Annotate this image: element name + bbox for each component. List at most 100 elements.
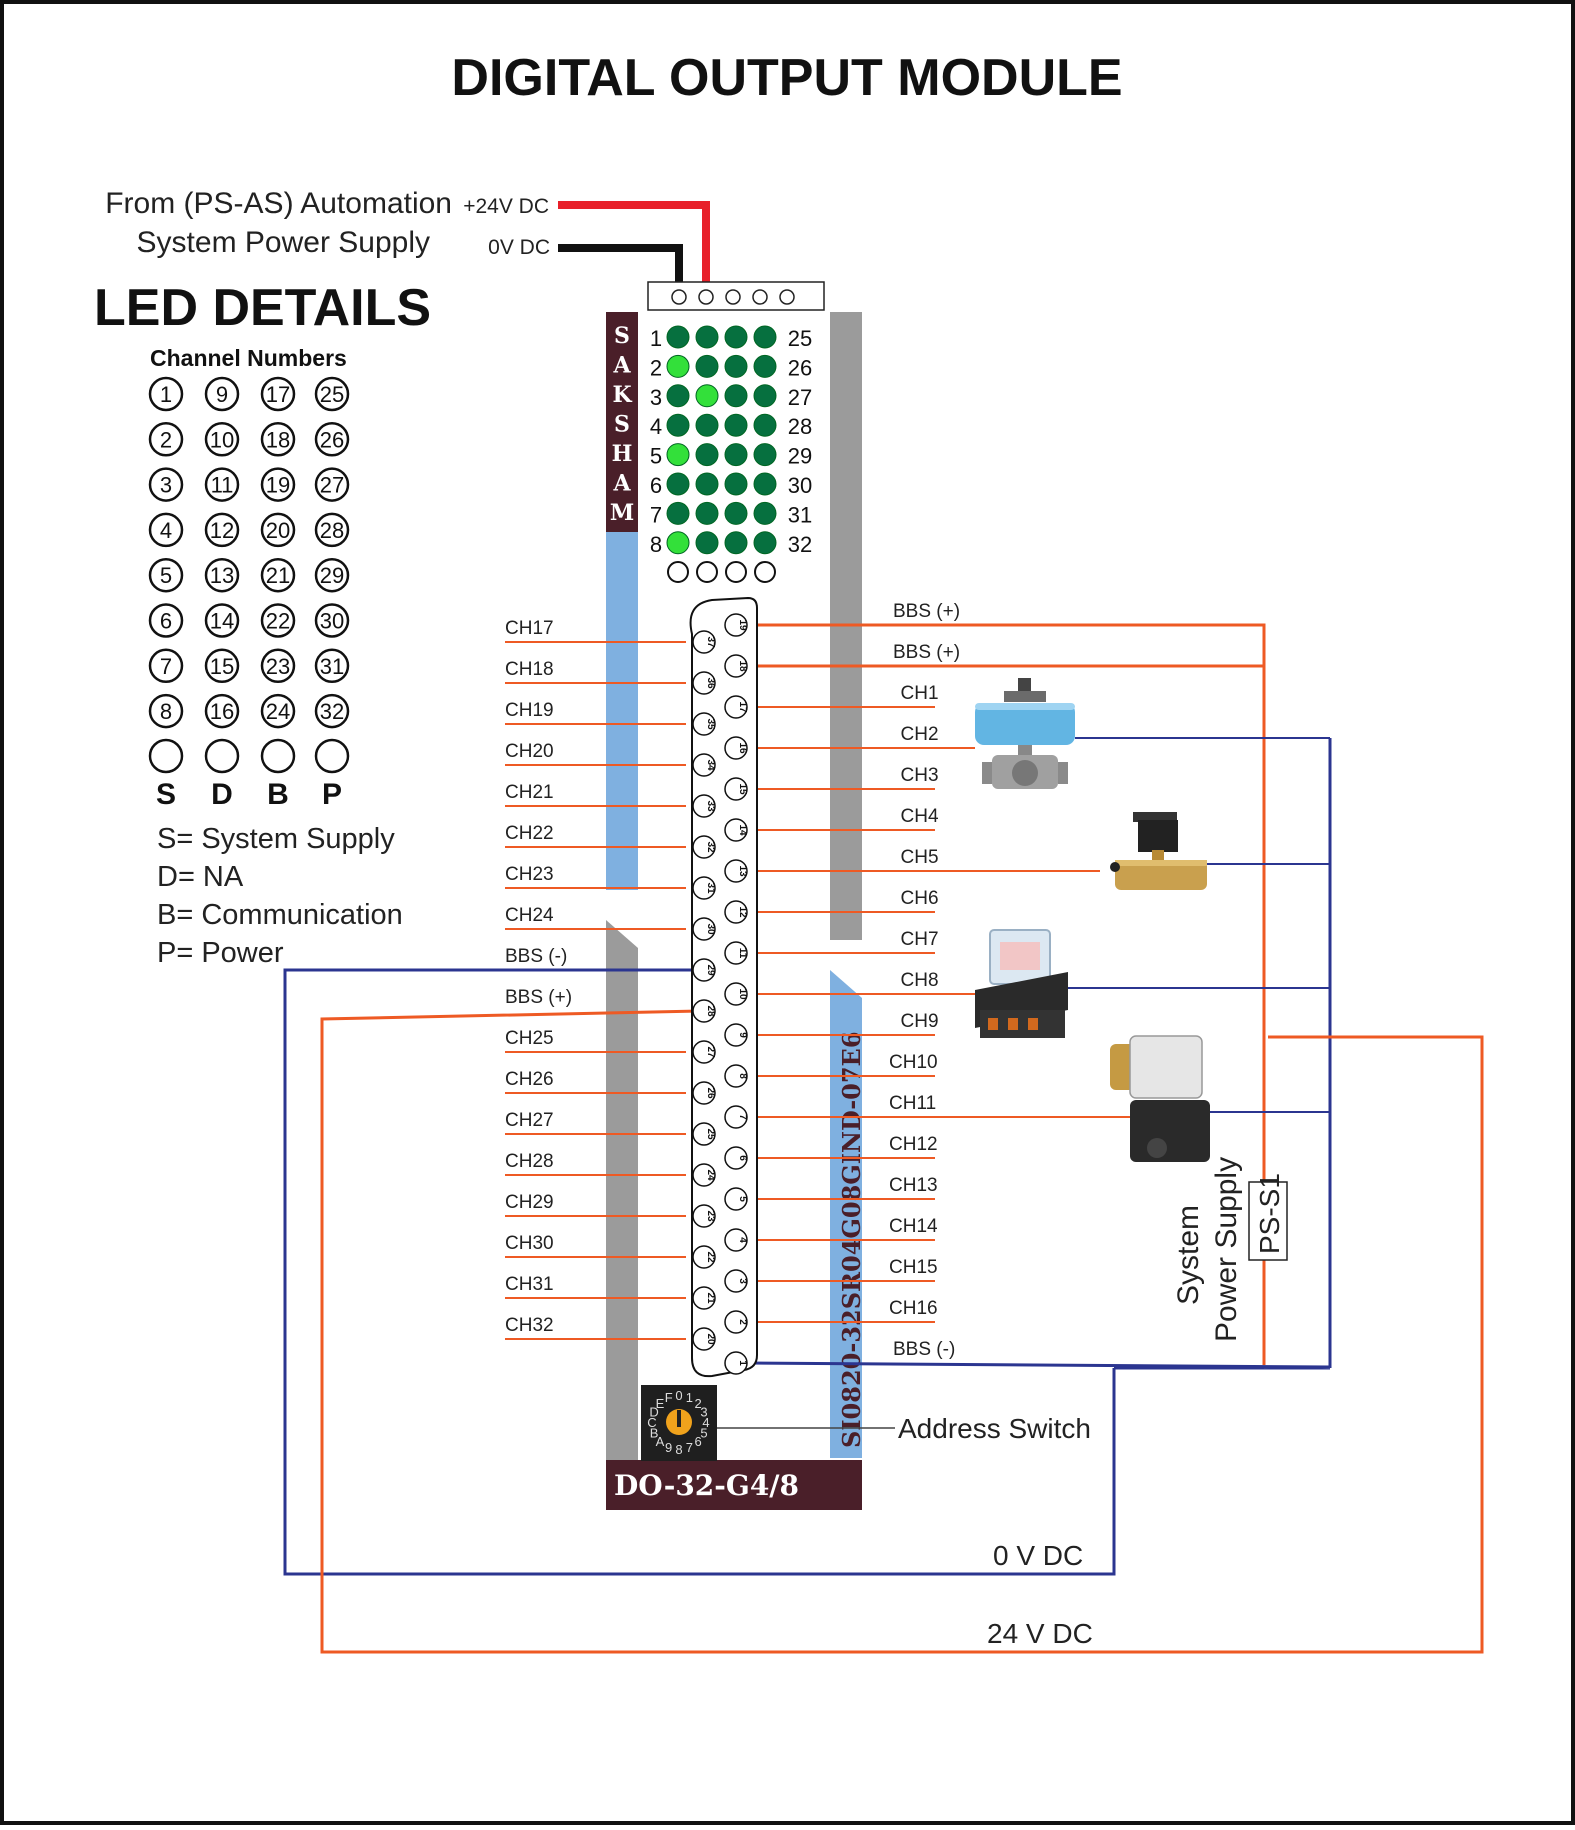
connector-pin — [692, 1081, 716, 1105]
led-number-left: 3 — [650, 385, 662, 410]
channel-circle — [204, 512, 240, 548]
led-off — [666, 413, 690, 437]
channel-number: 2 — [160, 427, 172, 452]
channel-number: 5 — [160, 563, 172, 588]
connector-pin — [724, 859, 748, 883]
led-off — [724, 354, 748, 378]
page-title: DIGITAL OUTPUT MODULE — [451, 49, 1122, 107]
pin-number: 24 — [705, 1169, 716, 1181]
dial-char: 8 — [675, 1442, 682, 1457]
led-number-left: 6 — [650, 473, 662, 498]
dial-char: A — [656, 1434, 665, 1449]
left-pin-label: CH32 — [505, 1315, 554, 1336]
connector-pin — [692, 794, 716, 818]
status-letter: B — [267, 778, 289, 811]
relay-with-socket-icon — [975, 929, 1068, 1038]
channel-number: 14 — [210, 609, 234, 634]
connector-pin — [692, 876, 716, 900]
terminal-hole — [725, 289, 741, 305]
led-number-left: 7 — [650, 502, 662, 527]
led-off — [666, 501, 690, 525]
led-number-right: 30 — [788, 473, 812, 498]
led-off — [753, 472, 777, 496]
connector-pins: 1918171615141312111098765432137363534333… — [692, 613, 748, 1375]
channel-circle — [260, 557, 296, 593]
channel-circle — [260, 467, 296, 502]
pin-number: 10 — [737, 988, 748, 1000]
channel-circle — [148, 512, 184, 548]
led-off — [695, 354, 719, 378]
channel-circle — [260, 422, 296, 457]
channel-circle — [204, 422, 240, 457]
led-number-left: 8 — [650, 532, 662, 557]
right-pin-label: CH1 — [901, 683, 939, 704]
right-pin-label: BBS (+) — [893, 642, 960, 663]
channel-number: 24 — [266, 699, 290, 724]
zero-v-bus — [283, 968, 1116, 1576]
brand-letter: S — [614, 323, 630, 349]
left-pin-label: CH29 — [505, 1192, 554, 1213]
blue-strip-bottom — [830, 970, 862, 1458]
pin-number: 11 — [737, 948, 748, 959]
led-off — [724, 325, 748, 349]
zero-v-bus-label: 0 V DC — [993, 1540, 1083, 1571]
plus24-bus-label: 24 V DC — [987, 1618, 1093, 1649]
led-number-left: 5 — [650, 444, 662, 469]
channel-number: 31 — [320, 654, 344, 679]
pin-number: 19 — [737, 619, 748, 631]
connector-pin — [724, 941, 748, 965]
right-pin-label: CH7 — [901, 929, 939, 950]
plus24-label: +24V DC — [463, 195, 549, 218]
status-letter: D — [211, 778, 233, 811]
status-led-circle — [260, 738, 296, 774]
pin-number: 18 — [737, 660, 748, 672]
right-pin-label: CH8 — [901, 970, 939, 991]
field-devices — [975, 678, 1210, 1162]
status-letter: P — [322, 778, 342, 811]
connector-pin — [724, 982, 748, 1006]
terminal-hole — [779, 289, 795, 305]
pin-number: 14 — [737, 824, 748, 836]
channel-circle — [204, 467, 240, 502]
led-number-right: 28 — [788, 414, 812, 439]
channel-number: 3 — [160, 473, 172, 498]
psu-tag: PS-S1 — [1254, 1173, 1285, 1254]
led-off — [724, 443, 748, 467]
right-pin-label: CH5 — [901, 847, 939, 868]
channel-circle — [148, 603, 184, 638]
terminal-hole — [698, 289, 714, 305]
led-off — [753, 354, 777, 378]
right-pin-label: CH9 — [901, 1011, 939, 1032]
channel-number: 12 — [210, 518, 234, 543]
left-pin-label: CH17 — [505, 618, 554, 639]
connector-pin — [692, 712, 716, 736]
channel-number: 17 — [266, 382, 290, 407]
left-pin-label: CH31 — [505, 1274, 554, 1295]
channel-number: 15 — [210, 654, 234, 679]
left-pin-label: CH30 — [505, 1233, 554, 1254]
led-off — [724, 472, 748, 496]
connector-pin — [692, 1286, 716, 1310]
led-off — [724, 501, 748, 525]
connector-pin — [692, 1204, 716, 1228]
led-number-right: 26 — [788, 355, 812, 380]
red-supply-wire — [558, 201, 710, 296]
brand-panel — [606, 312, 638, 532]
wires — [283, 623, 1484, 1654]
channel-circle — [148, 422, 184, 457]
connector-pin — [692, 999, 716, 1023]
led-off — [695, 531, 719, 555]
connector-pin — [692, 630, 716, 654]
channel-circle — [204, 376, 240, 412]
channel-number: 8 — [160, 699, 172, 724]
channel-number: 7 — [160, 654, 172, 679]
left-pin-label: CH27 — [505, 1110, 554, 1131]
connector-pin — [724, 777, 748, 801]
led-number-right: 31 — [788, 502, 812, 527]
pin-number: 26 — [705, 1087, 716, 1099]
terminal-hole — [671, 289, 687, 305]
